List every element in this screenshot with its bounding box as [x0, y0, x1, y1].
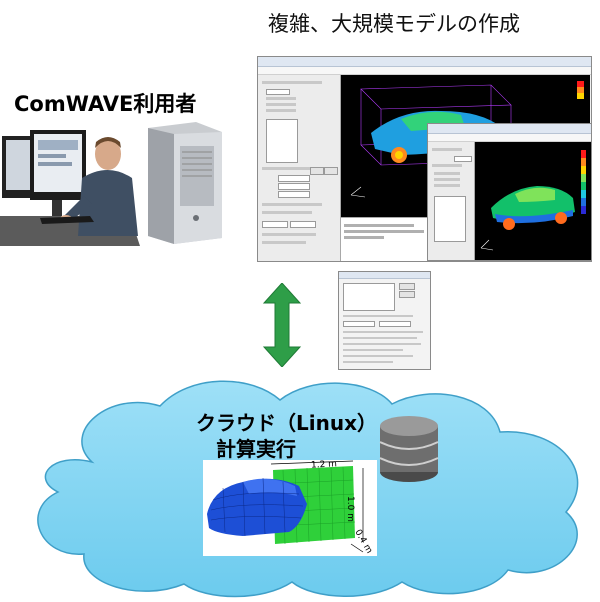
sub-window-titlebar: [428, 124, 591, 134]
dimension-length-label: 1.2 m: [311, 459, 337, 470]
page-title: 複雑、大規模モデルの作成: [268, 8, 520, 38]
sub-3d-viewport: [475, 142, 591, 260]
dimension-height-label: 1.0 m: [345, 496, 355, 522]
user-workstation-image: [0, 118, 240, 248]
main-window-titlebar: [258, 57, 591, 67]
sub-property-panel: [428, 142, 475, 260]
bidirectional-arrow-icon: [262, 283, 302, 367]
main-window-menubar: [258, 67, 591, 75]
job-submit-dialog: [338, 271, 431, 370]
cloud-subtitle: 計算実行: [216, 433, 296, 462]
simulation-result-panel: 1.2 m 1.0 m 0.4 m: [203, 460, 377, 556]
comwave-sub-window: [427, 123, 592, 261]
database-icon: [378, 412, 440, 484]
python-console: [341, 217, 431, 262]
property-panel: [258, 75, 341, 261]
cloud-title: クラウド（Linux）: [196, 407, 377, 436]
sub-window-menubar: [428, 134, 591, 142]
user-label: ComWAVE利用者: [14, 88, 196, 118]
